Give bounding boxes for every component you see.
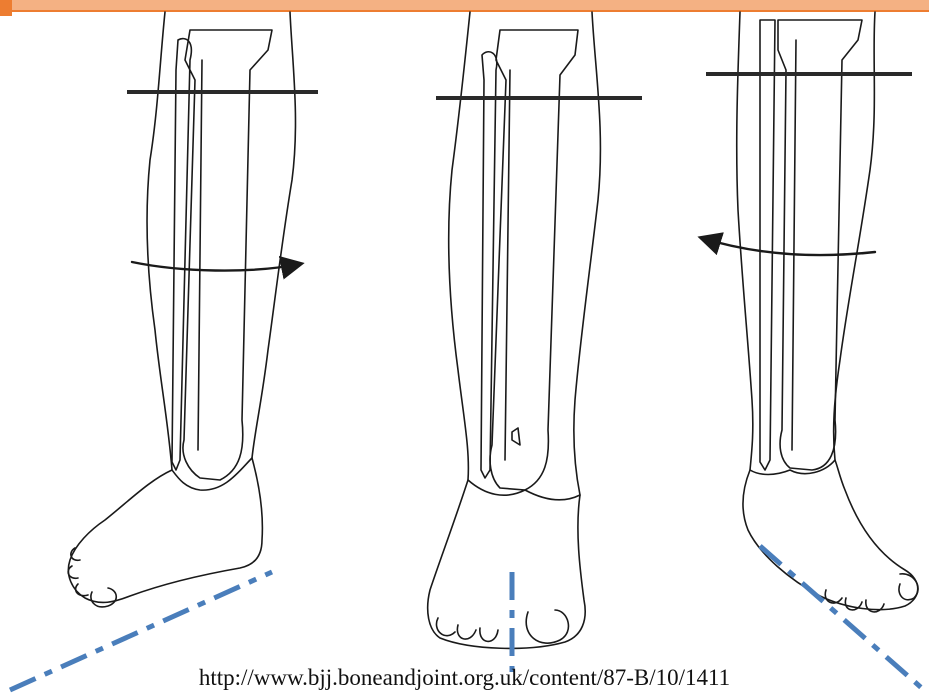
right-bone-line bbox=[792, 40, 796, 450]
left-fibula bbox=[172, 39, 191, 470]
right-fibula bbox=[760, 20, 775, 470]
right-foot bbox=[743, 460, 918, 610]
left-bone-line bbox=[198, 60, 202, 450]
right-rotation-arrow bbox=[702, 238, 875, 255]
center-toes bbox=[436, 610, 568, 643]
center-bone-line bbox=[505, 70, 510, 460]
left-toes bbox=[68, 548, 116, 607]
left-foot bbox=[68, 458, 262, 602]
left-leg-figure bbox=[68, 12, 300, 607]
source-url-caption[interactable]: http://www.bjj.boneandjoint.org.uk/conte… bbox=[0, 665, 929, 691]
right-leg-figure bbox=[702, 12, 918, 612]
right-leg-outline-medial bbox=[834, 12, 875, 460]
center-leg-figure bbox=[428, 12, 601, 648]
center-ankle-mark bbox=[512, 428, 520, 445]
left-leg-outline-medial bbox=[252, 12, 295, 458]
left-leg-outline-lateral bbox=[147, 12, 172, 470]
left-rotation-arrow bbox=[132, 262, 300, 271]
center-fibula bbox=[481, 52, 497, 478]
right-leg-outline-lateral bbox=[737, 12, 753, 470]
center-leg-outline-medial bbox=[574, 12, 601, 495]
right-tibia bbox=[778, 20, 862, 470]
center-foot bbox=[428, 480, 586, 648]
center-leg-outline-lateral bbox=[449, 12, 470, 480]
